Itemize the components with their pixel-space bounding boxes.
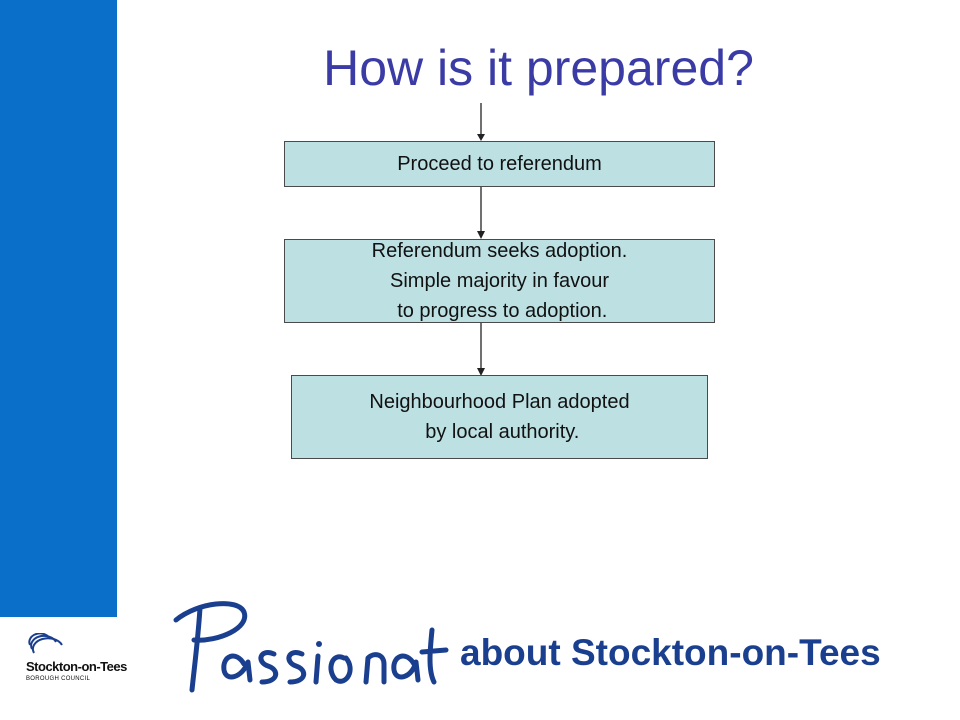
tagline-text: about Stockton-on-Tees [460,632,881,673]
flow-step-plan-adopted: Neighbourhood Plan adopted by local auth… [291,375,708,459]
connector-arrow-2-3 [477,322,485,376]
slide-title: How is it prepared? [323,40,754,96]
council-emblem-icon [28,633,63,654]
flow-step-proceed-to-referendum: Proceed to referendum [284,141,715,187]
council-logo: Stockton-on-Tees BOROUGH COUNCIL [26,633,127,689]
council-logo-subtitle: BOROUGH COUNCIL [26,676,91,682]
flow-step-label: Proceed to referendum [397,153,602,175]
side-accent-bar [0,0,117,617]
council-logo-name: Stockton-on-Tees [26,659,127,674]
flow-step-label: Referendum seeks adoption. Simple majori… [371,240,628,322]
connector-arrow-top [477,103,485,141]
passionate-script-logo [173,601,449,693]
flow-step-referendum: Referendum seeks adoption. Simple majori… [284,239,715,323]
flow-step-label: Neighbourhood Plan adopted by local auth… [369,391,630,443]
connector-arrow-1-2 [477,186,485,239]
